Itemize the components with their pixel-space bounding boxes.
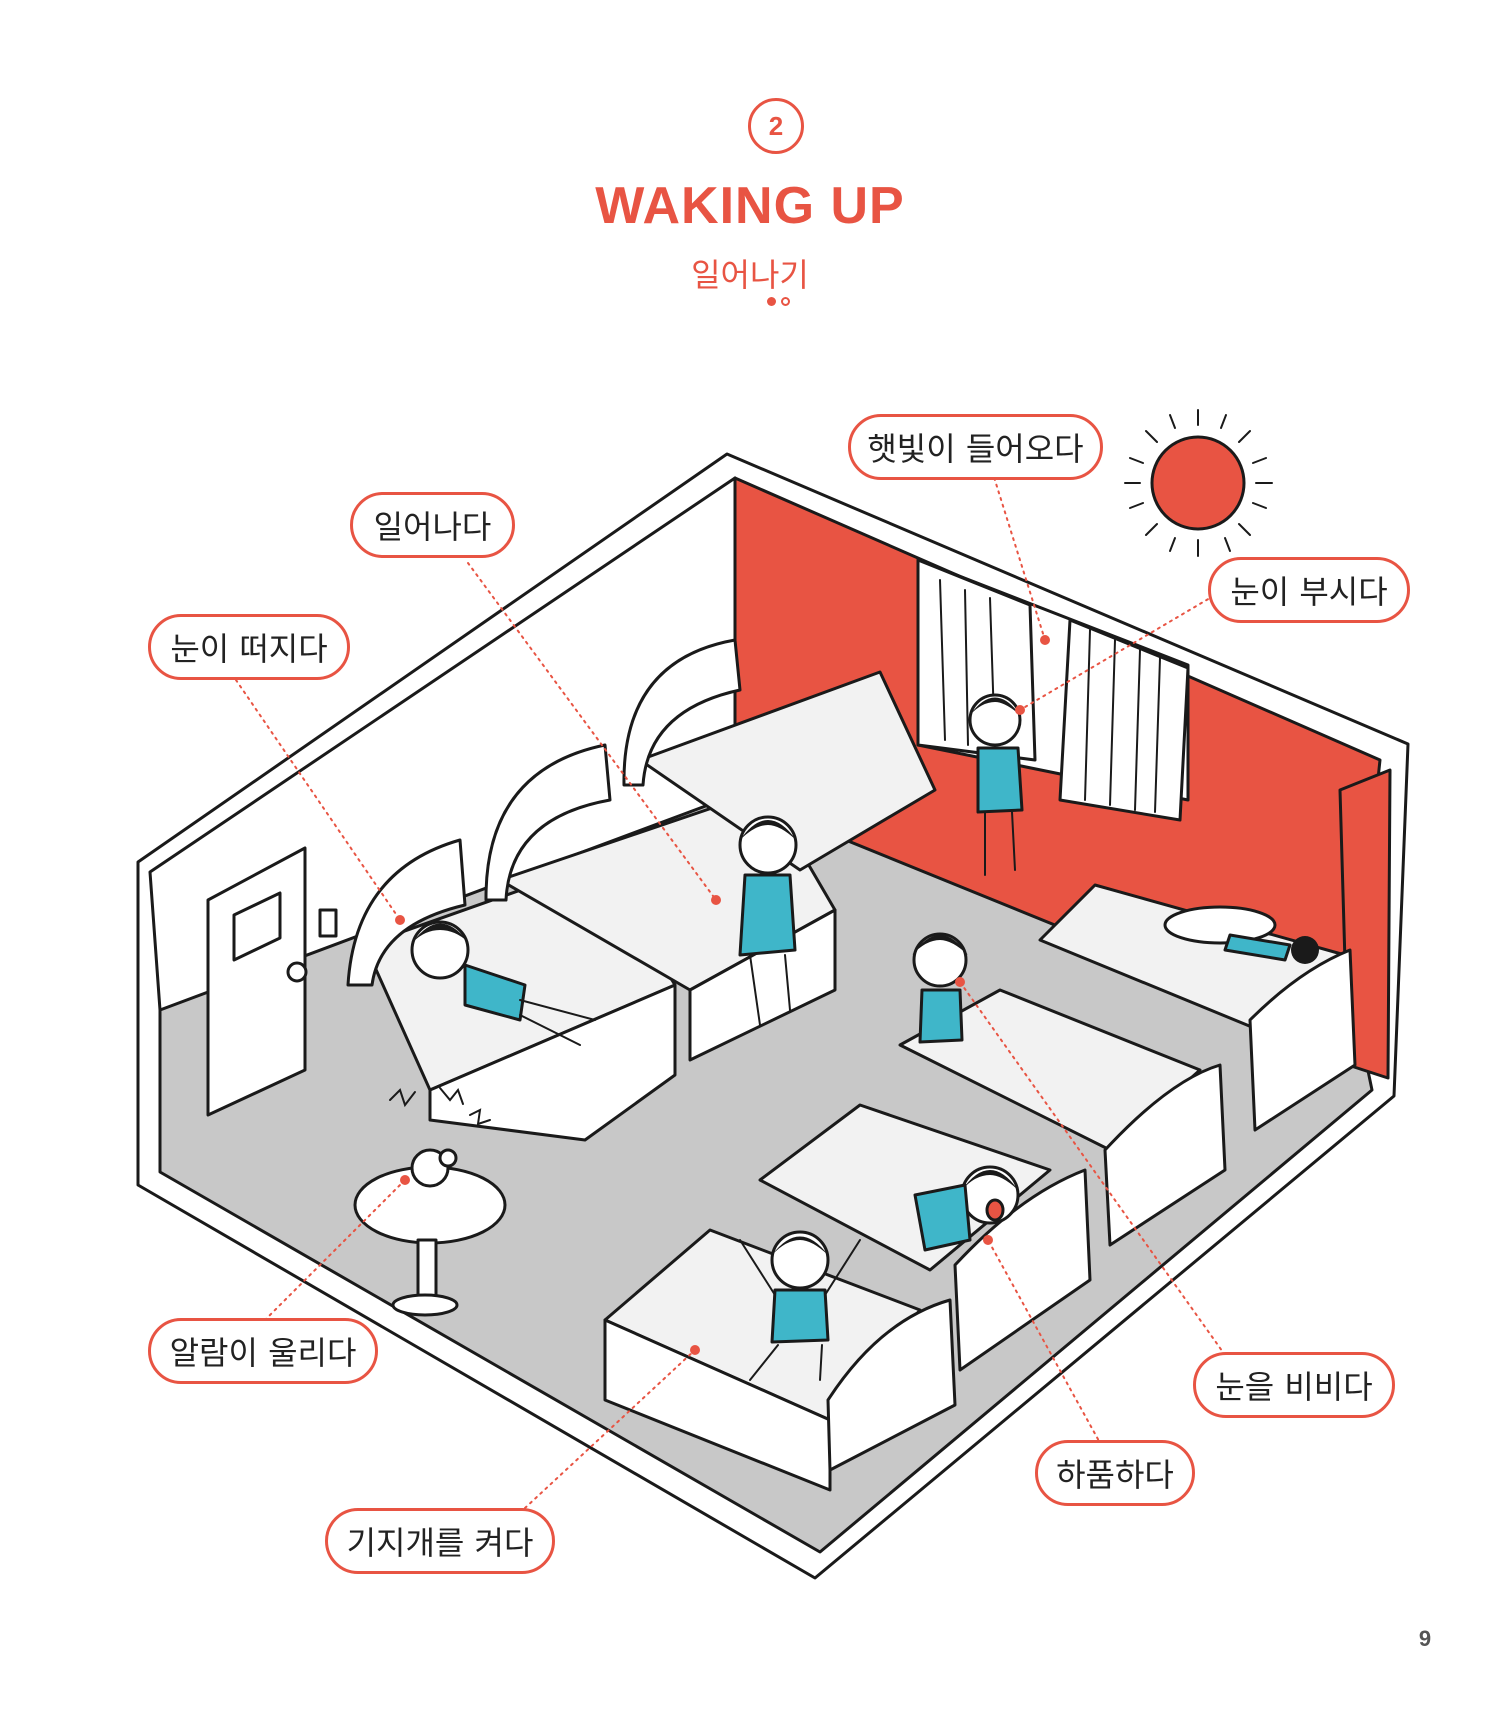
door-window — [232, 891, 282, 962]
light-switch — [318, 908, 338, 938]
person-lying — [410, 920, 596, 1046]
section-number-badge: 2 — [748, 98, 804, 154]
label-rub-eyes: 눈을 비비다 — [1193, 1352, 1395, 1418]
door-knob — [286, 961, 308, 983]
page-title: WAKING UP — [595, 177, 905, 235]
alarm-clock-icon — [389, 1087, 491, 1188]
page-subtitle: 일어나기 — [691, 256, 809, 294]
sun-icon — [1124, 409, 1273, 557]
bed-4 — [1038, 883, 1357, 1132]
person-at-window — [968, 693, 1024, 876]
leader-lines — [235, 457, 1233, 1509]
person-yawning — [913, 1165, 1020, 1252]
person-sitting — [738, 815, 798, 1026]
ring-dot — [781, 297, 790, 306]
label-alarm: 알람이 울리다 — [148, 1318, 378, 1384]
bed-5 — [898, 988, 1227, 1247]
page-number: 9 — [1418, 1626, 1432, 1651]
bed-7 — [603, 1228, 957, 1492]
label-get-up: 일어나다 — [350, 492, 515, 558]
decorative-dots — [767, 296, 797, 308]
leader-pins — [395, 635, 1050, 1355]
bed-6 — [758, 1103, 1092, 1372]
person-rubbing-eyes — [912, 932, 968, 1044]
person-stretching — [739, 1230, 861, 1381]
label-sunlight: 햇빛이 들어오다 — [848, 414, 1103, 480]
label-yawn: 하품하다 — [1035, 1440, 1195, 1506]
label-stretch: 기지개를 켜다 — [325, 1508, 555, 1574]
label-dazzling: 눈이 부시다 — [1208, 557, 1410, 623]
label-open-eyes: 눈이 떠지다 — [148, 614, 350, 680]
side-table — [353, 1165, 507, 1317]
person-sleeping — [1163, 905, 1319, 964]
filled-dot — [767, 297, 776, 306]
